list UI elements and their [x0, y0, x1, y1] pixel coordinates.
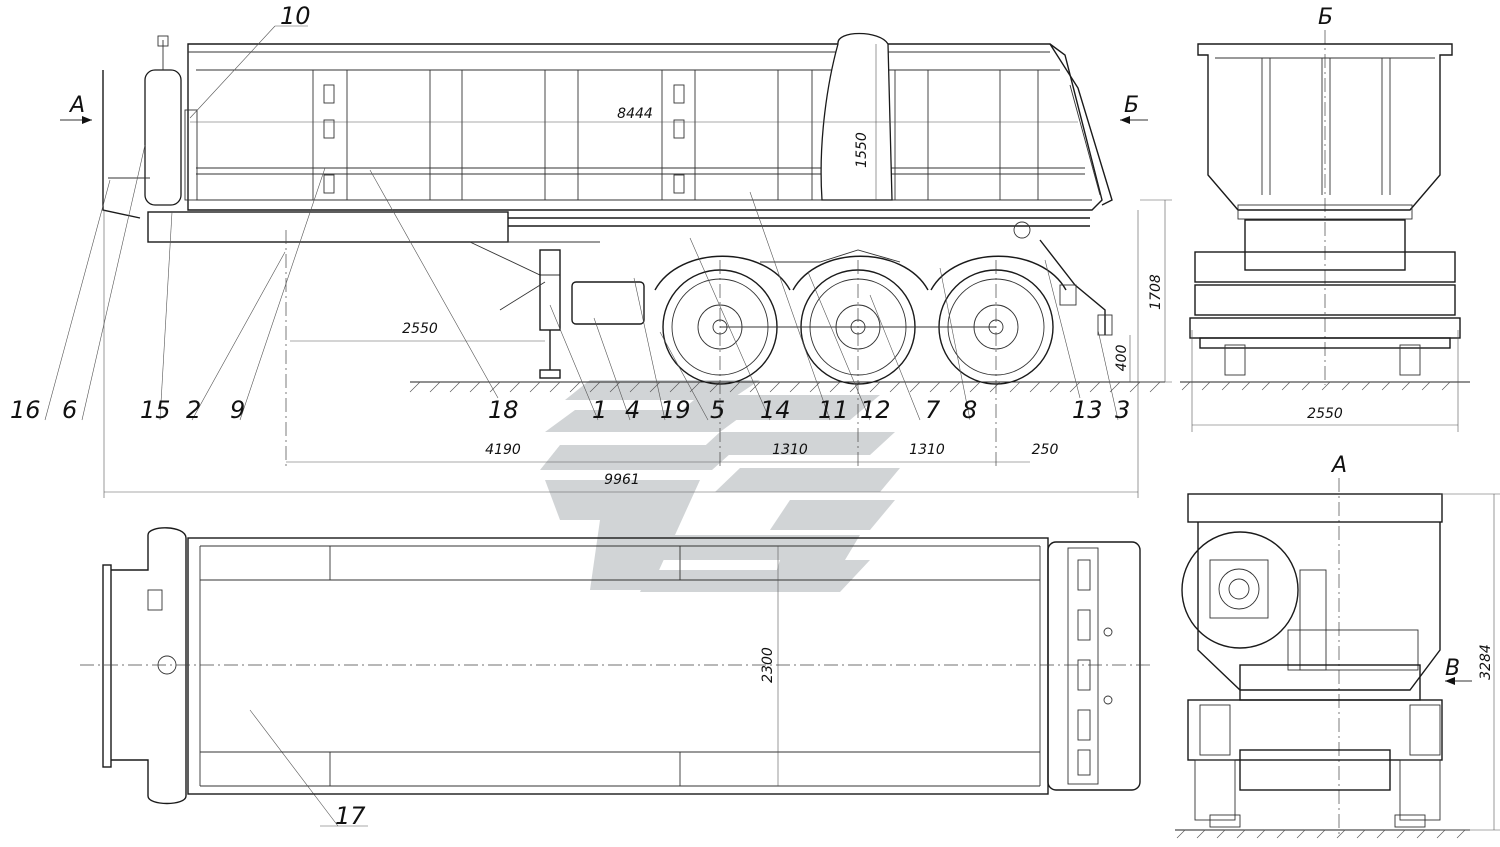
leader-lines	[44, 25, 1119, 827]
callout-3: 3	[1115, 396, 1130, 424]
dim-1310-b: 1310	[909, 442, 945, 458]
callout-14: 14	[760, 396, 791, 424]
front-view: А 3284 В	[1175, 453, 1500, 839]
dim-1708: 1708	[1148, 274, 1164, 310]
callout-18: 18	[488, 396, 519, 424]
callout-2: 2	[186, 396, 201, 424]
callout-7: 7	[925, 396, 941, 424]
dim-1310-a: 1310	[772, 442, 808, 458]
callout-8: 8	[962, 396, 977, 424]
callout-17: 17	[335, 802, 366, 830]
callout-6: 6	[62, 396, 77, 424]
view-arrows: А Б	[60, 93, 1148, 124]
side-dimensions: 8444 1550 2550 1708 400 4190 1310 1310 2…	[103, 44, 1172, 498]
callout-4: 4	[625, 396, 640, 424]
dim-250: 250	[1032, 442, 1059, 458]
dim-9961: 9961	[604, 472, 640, 488]
dim-2550-side: 2550	[402, 321, 438, 337]
dim-8444: 8444	[617, 106, 653, 122]
callout-13: 13	[1072, 396, 1103, 424]
dim-2550-rear: 2550	[1307, 406, 1343, 422]
watermark-logo	[540, 380, 900, 592]
callout-19: 19	[660, 396, 691, 424]
callout-1: 1	[592, 396, 607, 424]
rear-view-title: Б	[1318, 5, 1333, 30]
view-arrow-v: В	[1445, 656, 1460, 681]
view-arrow-a: А	[68, 93, 85, 118]
callout-5: 5	[710, 396, 725, 424]
callout-9: 9	[230, 396, 245, 424]
callout-12: 12	[860, 396, 891, 424]
callout-16: 16	[10, 396, 41, 424]
dim-2300: 2300	[760, 647, 776, 683]
dim-1550: 1550	[854, 132, 870, 168]
callout-10: 10	[280, 2, 311, 30]
dim-400: 400	[1114, 345, 1130, 372]
callout-11: 11	[818, 396, 849, 424]
front-view-title: А	[1330, 453, 1347, 478]
rear-view: Б 2550	[1180, 5, 1470, 432]
callout-15: 15	[140, 396, 171, 424]
callout-numbers: 16 6 15 2 9 18 1 4 19 5 14 11 12 7 8 13 …	[10, 2, 1130, 830]
dim-4190: 4190	[485, 442, 521, 458]
top-view: 2300	[80, 527, 1150, 805]
view-arrow-b: Б	[1124, 93, 1139, 118]
side-view	[102, 32, 1165, 470]
dim-3284: 3284	[1478, 644, 1494, 680]
